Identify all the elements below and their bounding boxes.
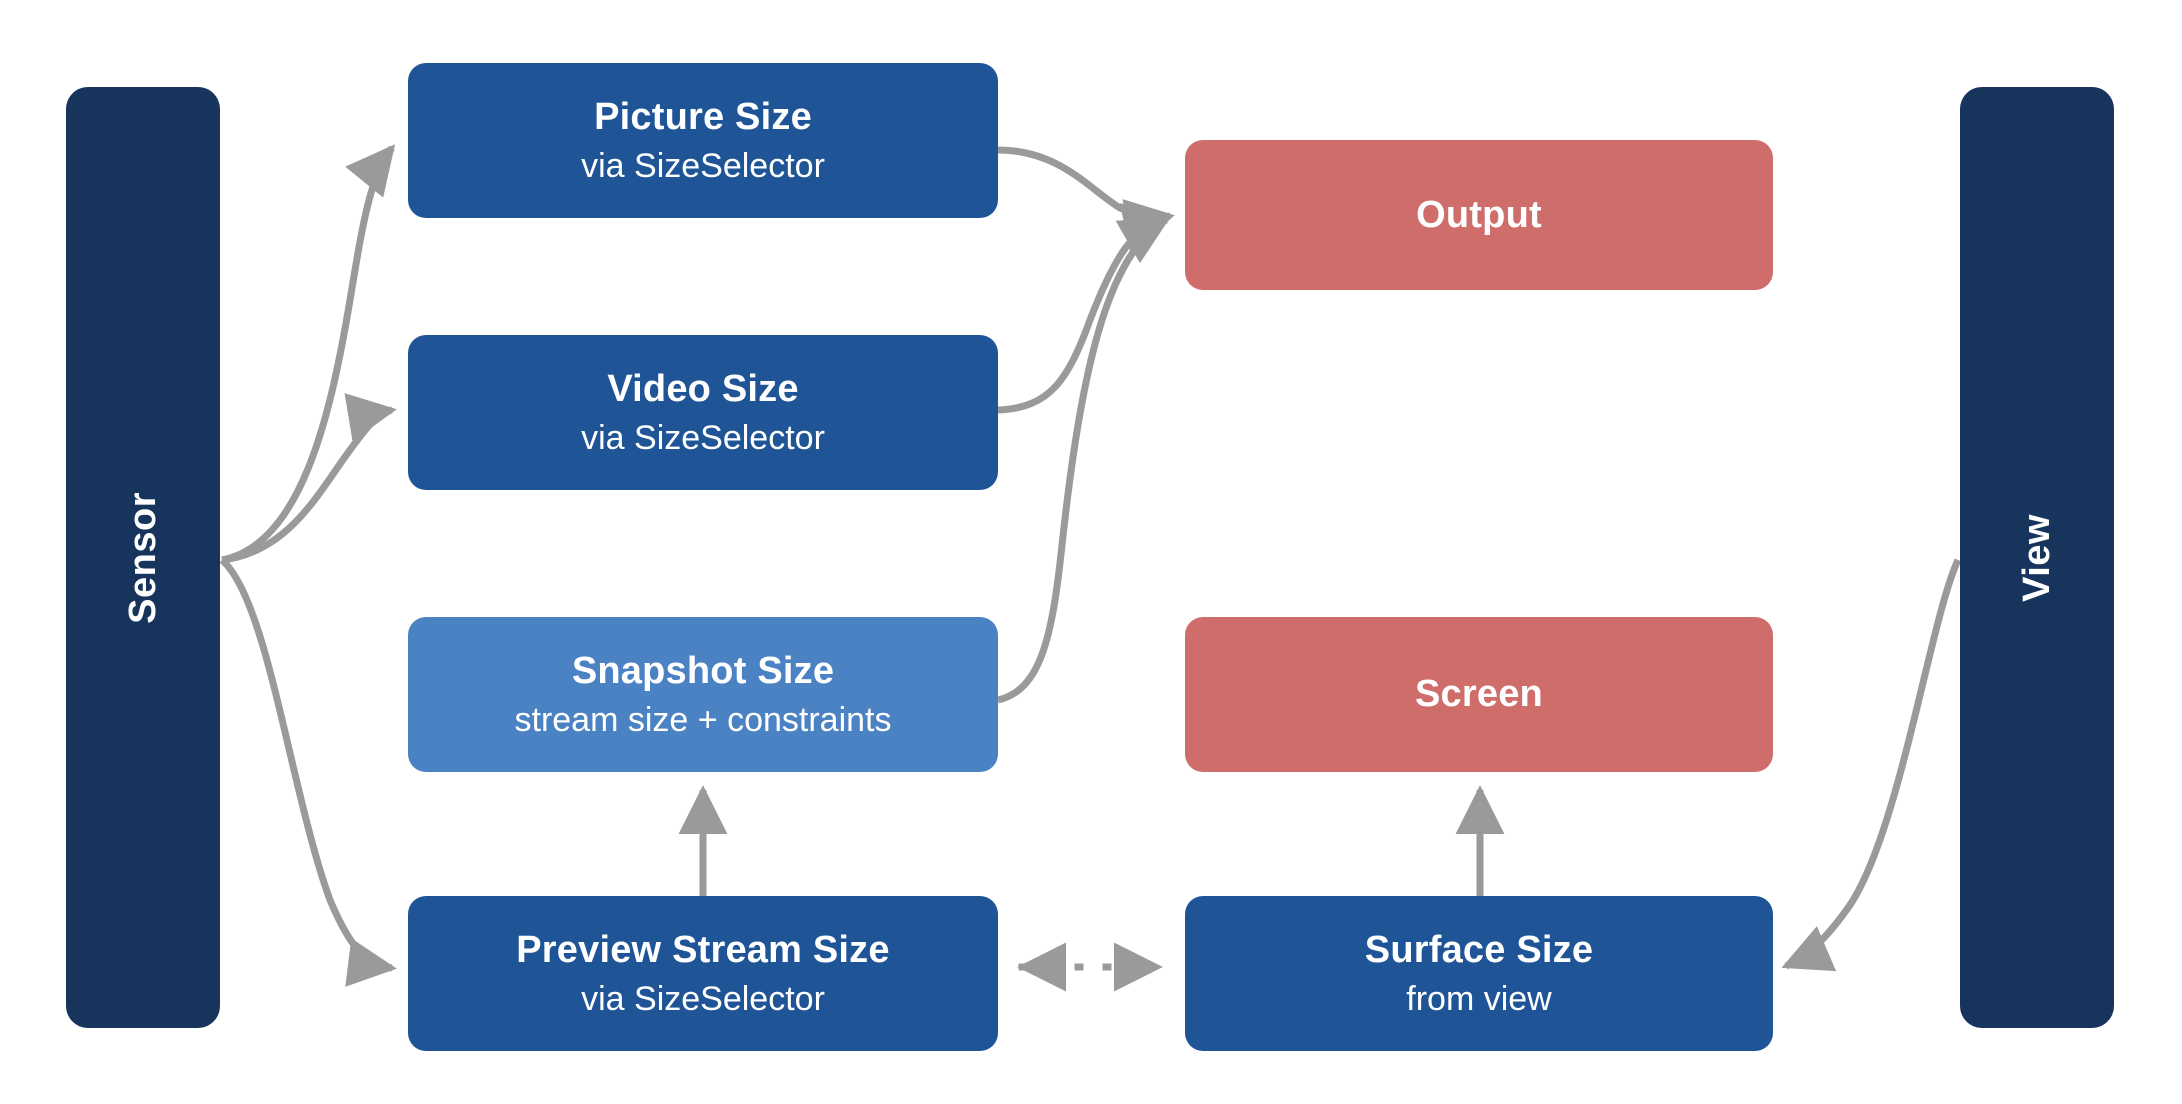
edge-picture-size-to-output	[997, 146, 1175, 248]
edge-view-to-surface-size	[1781, 558, 1962, 972]
node-snapshot-size-subtitle: stream size + constraints	[514, 700, 892, 739]
lane-sensor-label: Sensor	[121, 491, 164, 624]
node-video-size-subtitle: via SizeSelector	[581, 418, 825, 457]
node-snapshot-size-title: Snapshot Size	[571, 650, 835, 693]
node-snapshot-size[interactable]: Snapshot Size stream size + constraints	[408, 617, 998, 772]
node-picture-size-subtitle: via SizeSelector	[581, 146, 825, 185]
node-preview-stream-size-title: Preview Stream Size	[516, 929, 890, 972]
edge-sensor-to-picture-size	[221, 144, 396, 564]
edge-video-size-to-output	[997, 203, 1173, 414]
node-preview-stream-size-subtitle: via SizeSelector	[581, 979, 825, 1018]
lane-sensor[interactable]: Sensor	[66, 87, 220, 1028]
lane-view-label: View	[2015, 513, 2058, 602]
node-video-size-title: Video Size	[607, 368, 799, 411]
node-surface-size-subtitle: from view	[1406, 979, 1552, 1018]
node-surface-size[interactable]: Surface Size from view	[1185, 896, 1773, 1051]
node-output-title: Output	[1416, 193, 1542, 236]
edge-sensor-to-video-size	[221, 393, 397, 564]
edge-sensor-to-preview-stream-size	[219, 557, 397, 987]
node-video-size[interactable]: Video Size via SizeSelector	[408, 335, 998, 490]
node-surface-size-title: Surface Size	[1364, 929, 1594, 972]
node-preview-stream-size[interactable]: Preview Stream Size via SizeSelector	[408, 896, 998, 1051]
node-screen-title: Screen	[1415, 673, 1543, 716]
edge-snapshot-size-to-output	[997, 216, 1171, 704]
node-picture-size[interactable]: Picture Size via SizeSelector	[408, 63, 998, 218]
lane-view[interactable]: View	[1960, 87, 2114, 1028]
node-screen[interactable]: Screen	[1185, 617, 1773, 772]
node-picture-size-title: Picture Size	[594, 96, 812, 139]
node-output[interactable]: Output	[1185, 140, 1773, 290]
